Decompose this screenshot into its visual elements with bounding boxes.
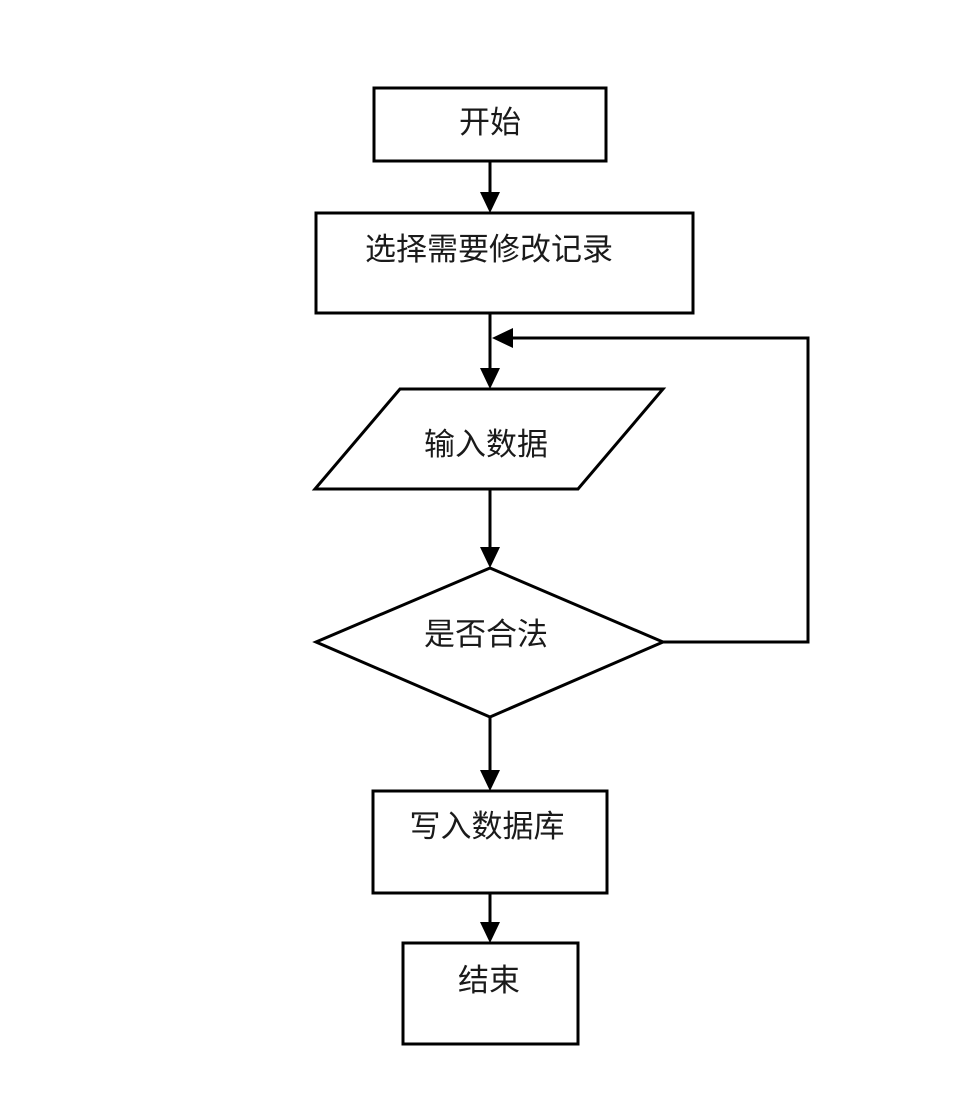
edge-write-to-end (480, 893, 500, 943)
flow-node-write-db-shape (371, 789, 609, 895)
edge-select-to-input (480, 313, 500, 389)
arrowhead-down-icon (480, 547, 500, 568)
flow-node-end-shape (401, 941, 580, 1046)
flow-node-is-valid: 是否合法 (312, 566, 667, 719)
arrowhead-left-icon (492, 328, 513, 348)
arrowhead-down-icon (480, 192, 500, 213)
flow-node-write-db: 写入数据库 (371, 789, 609, 895)
flow-node-select-record-label: 选择需要修改记录 (365, 232, 613, 267)
flow-node-start: 开始 (372, 86, 608, 163)
arrowhead-down-icon (480, 368, 500, 389)
flow-node-input-data: 输入数据 (311, 387, 667, 491)
flow-node-is-valid-shape (312, 566, 667, 719)
flow-node-start-label: 开始 (459, 105, 521, 140)
flow-node-end: 结束 (401, 941, 580, 1046)
flow-node-end-label: 结束 (458, 963, 520, 998)
flow-node-write-db-label: 写入数据库 (410, 809, 565, 844)
flow-node-input-data-label: 输入数据 (424, 427, 548, 462)
arrowhead-down-icon (480, 770, 500, 791)
arrowhead-down-icon (480, 922, 500, 943)
flow-node-start-shape (372, 86, 608, 163)
flow-node-select-record-shape (314, 211, 695, 315)
edge-start-to-select (480, 161, 500, 213)
edge-valid-to-write (480, 717, 500, 791)
flow-node-is-valid-label: 是否合法 (424, 617, 548, 652)
flow-node-input-data-shape (311, 387, 667, 491)
edge-loop-back-line (511, 336, 810, 644)
flow-node-select-record: 选择需要修改记录 (314, 211, 695, 315)
edge-input-to-valid (480, 489, 500, 568)
edge-loop-back (492, 328, 810, 644)
